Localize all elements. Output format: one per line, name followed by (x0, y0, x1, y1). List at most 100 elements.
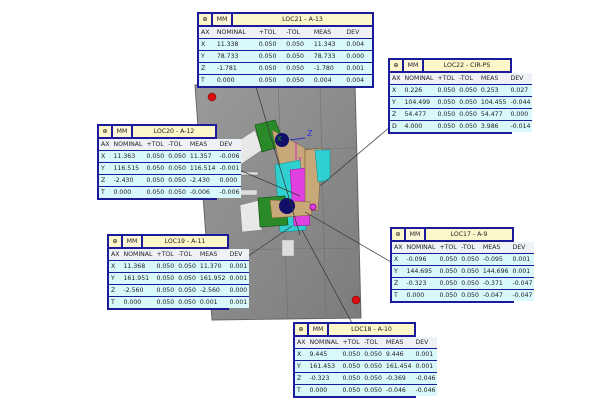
column-header: MEAS (197, 249, 228, 261)
crosshair-icon[interactable]: ⊕ (392, 229, 406, 240)
cell: Z (392, 277, 405, 290)
unit-label: MM (123, 236, 143, 247)
cell: 0.001 (413, 360, 438, 373)
cell: X (295, 348, 308, 361)
cell: -0.006 (217, 186, 242, 198)
crosshair-icon[interactable]: ⊕ (109, 236, 123, 247)
cell: -0.006 (187, 186, 218, 198)
cell: T (199, 74, 215, 86)
cell: 0.050 (176, 272, 198, 285)
cell: 161.453 (307, 360, 341, 373)
crosshair-icon[interactable]: ⊕ (295, 324, 309, 335)
cell: Y (99, 162, 112, 175)
cell: 11.370 (197, 260, 228, 273)
cell: 144.696 (480, 265, 511, 278)
cell: D (390, 120, 403, 132)
cell: 54.477 (478, 108, 509, 121)
cell: Y (199, 50, 215, 63)
cell: -0.001 (217, 162, 242, 175)
cell: -0.046 (383, 384, 414, 396)
cell: 0.050 (340, 360, 363, 373)
unit-label: MM (309, 324, 329, 335)
cell: 161.952 (197, 272, 228, 285)
cell: 0.050 (144, 162, 167, 175)
crosshair-icon[interactable]: ⊕ (390, 60, 404, 71)
cell: 0.004 (344, 74, 372, 86)
cell: 0.001 (227, 272, 250, 285)
cell: T (99, 186, 112, 198)
crosshair-icon[interactable]: ⊕ (99, 126, 113, 137)
panel-title: LOC17 - A-9 (426, 229, 512, 240)
cell: -0.046 (413, 372, 438, 385)
crosshair-icon[interactable]: ⊕ (199, 14, 213, 25)
cell: Y (390, 96, 403, 109)
cell: 0.000 (111, 186, 145, 198)
cell: Z (199, 62, 215, 75)
cell: 0.001 (510, 265, 535, 278)
cell: -0.014 (508, 120, 533, 132)
cell: 0.050 (437, 277, 460, 290)
cell: Y (109, 272, 122, 285)
cell: 9.445 (307, 348, 341, 361)
cell: 0.050 (340, 348, 363, 361)
cell: 0.050 (256, 38, 285, 51)
cell: 0.050 (340, 384, 363, 396)
cell: 0.050 (256, 50, 285, 63)
cell: 0.001 (510, 253, 535, 266)
unit-label: MM (113, 126, 133, 137)
cell: 0.000 (217, 174, 242, 187)
cell: 0.000 (307, 384, 341, 396)
column-header: -TOL (362, 337, 384, 349)
column-header: MEAS (187, 139, 218, 151)
cell: 0.050 (459, 289, 481, 301)
cell: -0.044 (508, 96, 533, 109)
cell: 0.050 (435, 96, 458, 109)
cell: X (109, 260, 122, 273)
cell: 0.000 (227, 284, 250, 297)
cell: -0.371 (480, 277, 511, 290)
cell: Y (392, 265, 405, 278)
column-header: DEV (227, 249, 250, 261)
column-header: NOMINAL (402, 73, 436, 85)
cell: 0.050 (154, 284, 177, 297)
column-header: NOMINAL (307, 337, 341, 349)
cell: 0.050 (362, 384, 384, 396)
column-header: +TOL (256, 27, 285, 39)
unit-label: MM (404, 60, 424, 71)
cell: -0.323 (307, 372, 341, 385)
column-header: DEV (344, 27, 372, 39)
cell: 0.050 (459, 253, 481, 266)
panel-title: LOC22 - CIR-PS (424, 60, 510, 71)
column-header: NOMINAL (214, 27, 257, 39)
cell: X (392, 253, 405, 266)
cell: 0.050 (176, 260, 198, 273)
cell: 0.050 (459, 277, 481, 290)
cell: 0.050 (362, 372, 384, 385)
cell: 0.050 (154, 296, 177, 308)
column-header: AX (99, 139, 112, 151)
column-header: AX (109, 249, 122, 261)
panel-header: ⊕ MM LOC19 - A-11 (109, 236, 227, 249)
axis-label-z: Z (307, 129, 313, 138)
cell: -1.781 (214, 62, 257, 75)
